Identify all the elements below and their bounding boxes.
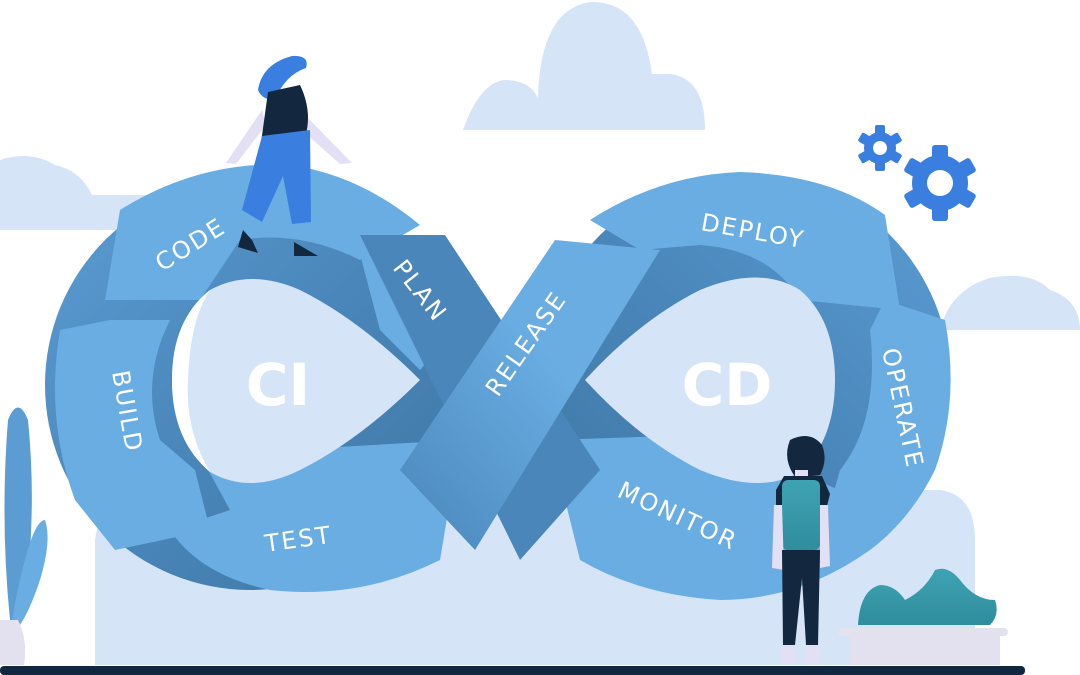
gear-icon	[904, 145, 976, 221]
gear-icon	[858, 125, 902, 171]
plant-icon	[0, 407, 48, 665]
code-segment	[105, 164, 420, 300]
cloud-icon	[463, 1, 705, 130]
crossing-bands	[360, 235, 660, 560]
man-figure	[772, 436, 830, 663]
cd-center-label: CD	[682, 351, 773, 419]
ci-center	[172, 279, 420, 484]
planter-icon	[838, 568, 1008, 665]
ci-center-highlight	[172, 290, 210, 472]
gears	[858, 125, 976, 221]
cloud-icon	[940, 275, 1080, 330]
release-band	[400, 240, 660, 550]
ground-line	[0, 666, 1025, 675]
woman-figure	[226, 55, 352, 256]
build-segment	[55, 320, 210, 550]
cd-center	[585, 277, 835, 484]
ci-center-label: CI	[246, 351, 310, 419]
operate-segment	[820, 300, 951, 550]
deploy-segment	[590, 172, 900, 310]
